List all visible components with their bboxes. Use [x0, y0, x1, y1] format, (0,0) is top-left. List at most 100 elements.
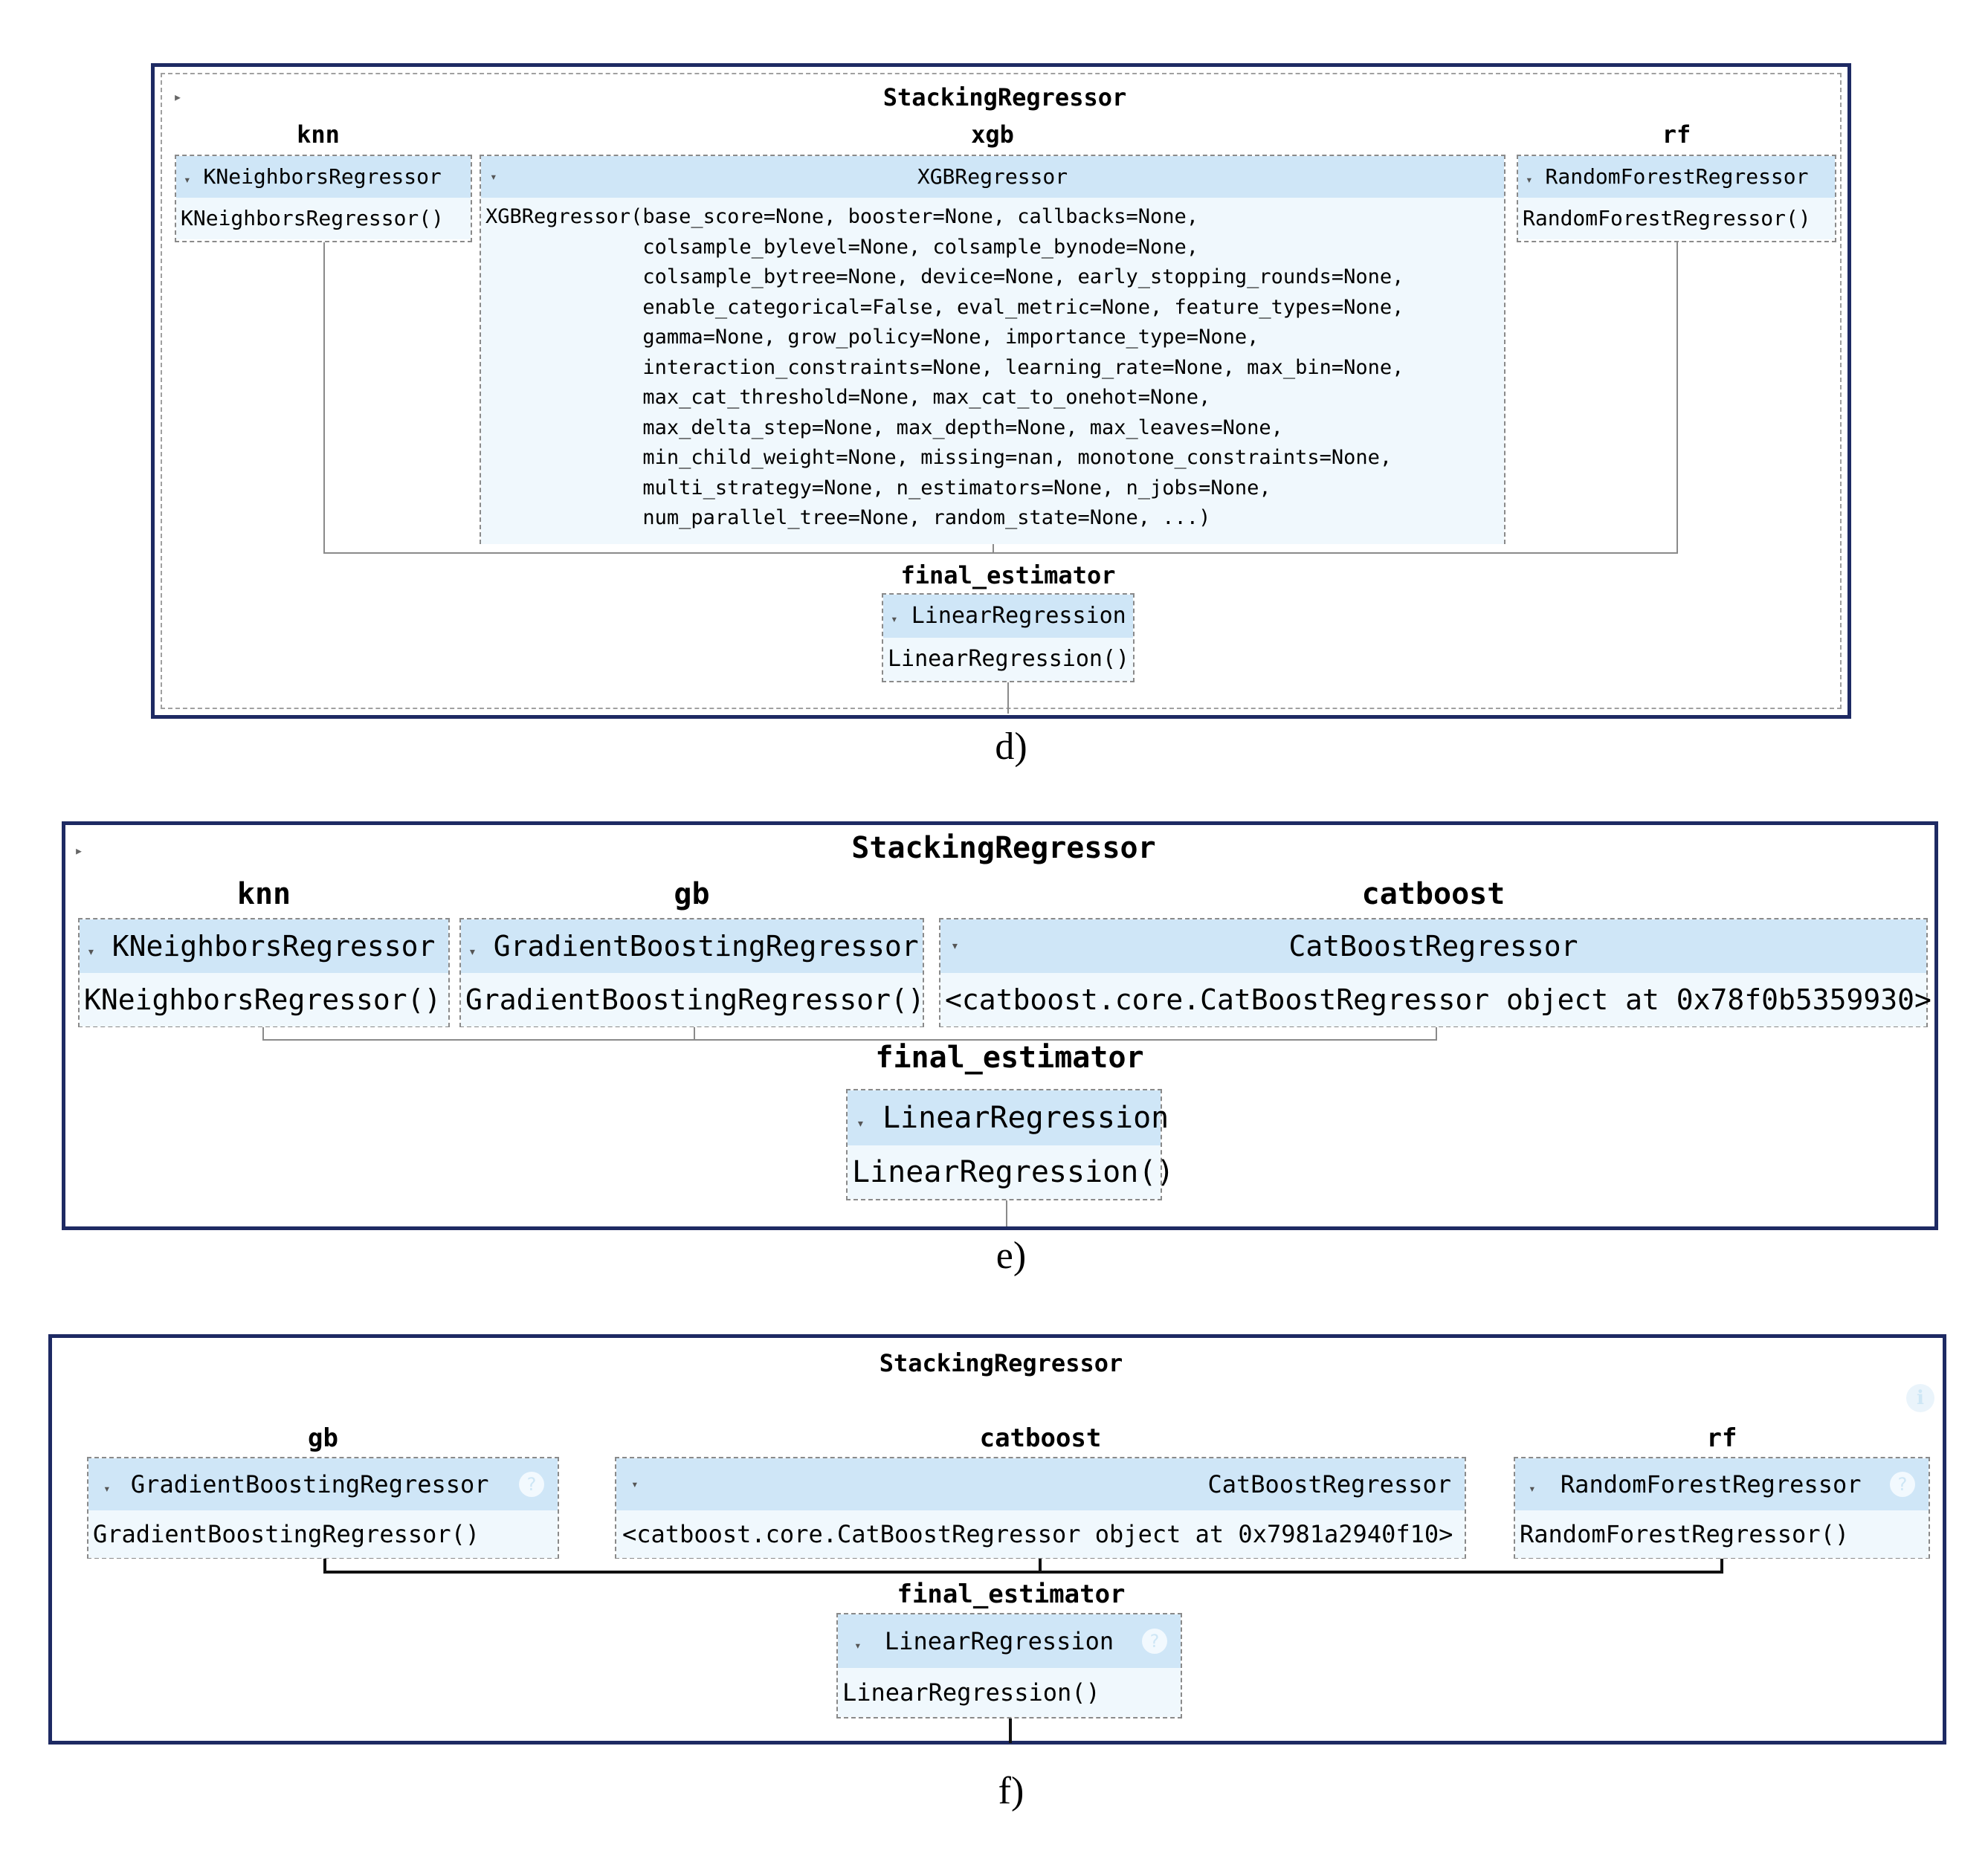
- final-estimator-label: final_estimator: [900, 561, 1116, 589]
- estimator-name: RandomForestRegressor: [1560, 1470, 1862, 1498]
- caption-e: e): [995, 1235, 1027, 1277]
- estimator-catboost[interactable]: ▾ CatBoostRegressor <catboost.core.CatBo…: [939, 918, 1931, 1027]
- estimator-repr: LinearRegression(): [838, 1668, 1181, 1717]
- question-circle-icon[interactable]: ?: [1890, 1472, 1915, 1497]
- estimator-header[interactable]: ▾ KNeighborsRegressor: [80, 919, 448, 973]
- connector-catboost: [1436, 1026, 1437, 1041]
- label-catboost: catboost: [979, 1423, 1102, 1453]
- estimator-repr: RandomForestRegressor(): [1518, 198, 1835, 239]
- panel-d-dashed-border: [161, 73, 1842, 709]
- stacking-title: StackingRegressor: [851, 831, 1156, 865]
- estimator-repr: RandomForestRegressor(): [1515, 1510, 1929, 1558]
- estimator-catboost[interactable]: ▾ CatBoostRegressor <catboost.core.CatBo…: [615, 1457, 1466, 1559]
- estimator-repr: LinearRegression(): [883, 638, 1133, 681]
- connector-knn: [323, 242, 325, 554]
- estimator-repr: <catboost.core.CatBoostRegressor object …: [616, 1510, 1465, 1558]
- final-estimator-label: final_estimator: [897, 1579, 1126, 1609]
- connector-horizontal: [323, 1571, 1723, 1574]
- estimator-name: LinearRegression: [911, 603, 1126, 629]
- estimator-repr: <catboost.core.CatBoostRegressor object …: [940, 973, 1931, 1026]
- label-rf: rf: [1706, 1423, 1737, 1453]
- connector-gb: [323, 1557, 326, 1574]
- estimator-name: KNeighborsRegressor: [112, 930, 436, 963]
- estimator-name: LinearRegression: [884, 1627, 1114, 1655]
- estimator-knn[interactable]: ▾ KNeighborsRegressor KNeighborsRegresso…: [175, 155, 472, 242]
- estimator-rf[interactable]: ▾ RandomForestRegressor ? RandomForestRe…: [1514, 1457, 1930, 1559]
- estimator-repr: KNeighborsRegressor(): [176, 198, 471, 239]
- estimator-repr: XGBRegressor(base_score=None, booster=No…: [481, 198, 1504, 544]
- collapse-triangle-icon[interactable]: ▾: [631, 1477, 639, 1491]
- estimator-name: CatBoostRegressor: [1288, 930, 1578, 963]
- estimator-repr: LinearRegression(): [848, 1145, 1174, 1199]
- caption-f: f): [998, 1770, 1024, 1812]
- expand-triangle-icon[interactable]: ▸: [173, 88, 183, 106]
- estimator-repr: GradientBoostingRegressor(): [88, 1510, 558, 1558]
- estimator-header[interactable]: ▾ GradientBoostingRegressor ?: [88, 1458, 558, 1510]
- estimator-header[interactable]: ▾ GradientBoostingRegressor: [461, 919, 923, 973]
- estimator-header[interactable]: ▾ RandomForestRegressor ?: [1515, 1458, 1929, 1510]
- connector-xgb: [993, 543, 994, 554]
- info-circle-icon[interactable]: ℹ: [1906, 1384, 1934, 1412]
- estimator-header[interactable]: ▾ LinearRegression: [848, 1090, 1169, 1145]
- collapse-triangle-icon[interactable]: ▾: [468, 944, 477, 960]
- estimator-name: RandomForestRegressor: [1545, 164, 1809, 189]
- estimator-knn[interactable]: ▾ KNeighborsRegressor KNeighborsRegresso…: [78, 918, 450, 1027]
- estimator-rf[interactable]: ▾ RandomForestRegressor RandomForestRegr…: [1517, 155, 1836, 242]
- connector-out: [1006, 1197, 1007, 1226]
- collapse-triangle-icon[interactable]: ▾: [87, 944, 95, 960]
- label-catboost: catboost: [1361, 877, 1505, 911]
- panel-f: StackingRegressor ℹ gb catboost rf ▾ Gra…: [48, 1334, 1946, 1745]
- estimator-final[interactable]: ▾ LinearRegression LinearRegression(): [846, 1089, 1174, 1200]
- estimator-header[interactable]: ▾ LinearRegression: [883, 595, 1133, 638]
- connector-gb: [694, 1026, 695, 1041]
- question-circle-icon[interactable]: ?: [1142, 1629, 1167, 1654]
- stacking-title: StackingRegressor: [882, 83, 1127, 111]
- estimator-header[interactable]: ▾ RandomForestRegressor: [1518, 156, 1835, 198]
- estimator-header[interactable]: ▾ CatBoostRegressor: [616, 1458, 1465, 1510]
- estimator-xgb[interactable]: ▾ XGBRegressor XGBRegressor(base_score=N…: [480, 155, 1505, 544]
- estimator-header[interactable]: ▾ XGBRegressor: [481, 156, 1504, 198]
- estimator-name: KNeighborsRegressor: [203, 164, 442, 189]
- label-knn: knn: [297, 120, 340, 149]
- collapse-triangle-icon[interactable]: ▾: [1526, 172, 1533, 187]
- estimator-final[interactable]: ▾ LinearRegression ? LinearRegression(): [836, 1613, 1182, 1718]
- connector-rf: [1720, 1557, 1723, 1574]
- label-knn: knn: [236, 877, 291, 911]
- stacking-title: StackingRegressor: [879, 1349, 1123, 1377]
- estimator-header[interactable]: ▾ CatBoostRegressor: [940, 919, 1926, 973]
- collapse-triangle-icon[interactable]: ▾: [103, 1481, 111, 1496]
- label-xgb: xgb: [971, 120, 1014, 149]
- collapse-triangle-icon[interactable]: ▾: [490, 169, 497, 184]
- collapse-triangle-icon[interactable]: ▾: [856, 1116, 865, 1131]
- connector-catboost: [1039, 1557, 1042, 1574]
- estimator-name: LinearRegression: [882, 1101, 1169, 1135]
- estimator-name: GradientBoostingRegressor: [493, 930, 919, 963]
- collapse-triangle-icon[interactable]: ▾: [951, 938, 959, 954]
- estimator-header[interactable]: ▾ KNeighborsRegressor: [176, 156, 471, 198]
- estimator-final[interactable]: ▾ LinearRegression LinearRegression(): [882, 593, 1135, 682]
- estimator-header[interactable]: ▾ LinearRegression ?: [838, 1614, 1181, 1668]
- connector-horizontal: [262, 1039, 1437, 1041]
- estimator-name: XGBRegressor: [917, 164, 1068, 189]
- final-estimator-label: final_estimator: [875, 1041, 1144, 1075]
- estimator-gb[interactable]: ▾ GradientBoostingRegressor ? GradientBo…: [87, 1457, 559, 1559]
- caption-d: d): [995, 725, 1027, 768]
- question-circle-icon[interactable]: ?: [519, 1472, 544, 1497]
- label-gb: gb: [308, 1423, 338, 1453]
- connector-knn: [262, 1026, 264, 1041]
- estimator-gb[interactable]: ▾ GradientBoostingRegressor GradientBoos…: [459, 918, 925, 1027]
- collapse-triangle-icon[interactable]: ▾: [891, 612, 898, 626]
- collapse-triangle-icon[interactable]: ▾: [854, 1638, 862, 1652]
- label-rf: rf: [1662, 120, 1691, 149]
- collapse-triangle-icon[interactable]: ▾: [1529, 1481, 1536, 1496]
- estimator-name: GradientBoostingRegressor: [130, 1470, 489, 1498]
- connector-out: [1007, 680, 1009, 714]
- estimator-repr: GradientBoostingRegressor(): [461, 973, 925, 1026]
- panel-d: ▸ StackingRegressor knn xgb rf ▾ KNeighb…: [151, 63, 1851, 719]
- connector-horizontal: [323, 552, 1678, 554]
- expand-triangle-icon[interactable]: ▸: [74, 841, 84, 859]
- collapse-triangle-icon[interactable]: ▾: [184, 172, 191, 187]
- label-gb: gb: [674, 877, 710, 911]
- panel-e: ▸ StackingRegressor knn gb catboost ▾ KN…: [62, 821, 1938, 1230]
- estimator-repr: KNeighborsRegressor(): [80, 973, 448, 1026]
